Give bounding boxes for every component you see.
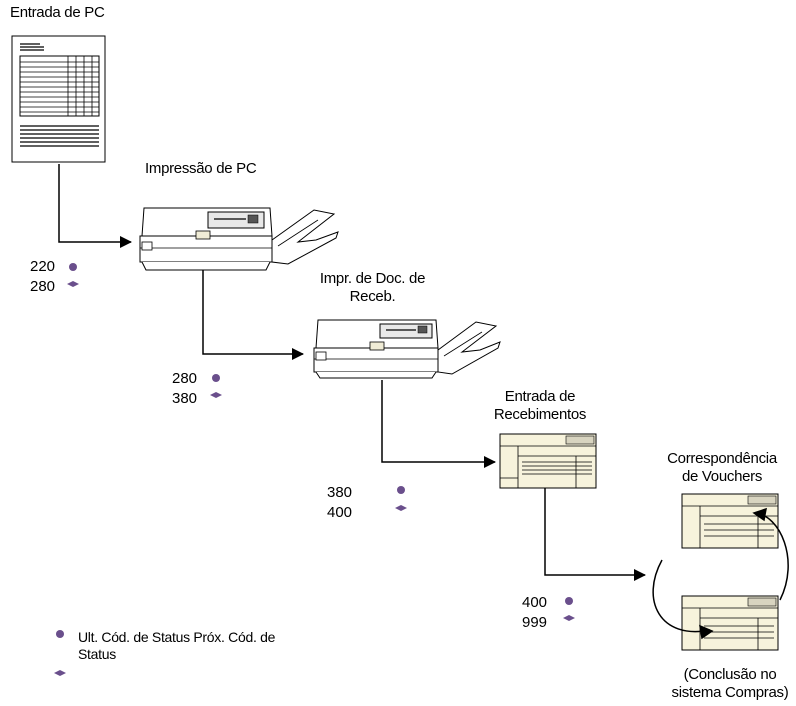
connector-3	[381, 380, 496, 468]
receipts-entry-title: Entrada de Recebimentos	[480, 388, 600, 424]
status-pair-1: 220 280	[30, 257, 70, 297]
last-status-marker	[69, 263, 77, 271]
next-status-marker	[563, 615, 575, 621]
title-line-2: de Vouchers	[681, 468, 763, 485]
connector-2	[202, 270, 304, 360]
last-status-code: 280	[172, 370, 198, 387]
next-status-code: 400	[327, 504, 353, 521]
connector-4	[544, 488, 646, 581]
title-line-2: Receb.	[349, 288, 396, 305]
next-status-code: 999	[522, 614, 548, 631]
next-status-marker	[67, 281, 79, 287]
last-status-marker	[565, 597, 573, 605]
receipt-doc-print-title: Impr. de Doc. de Receb.	[300, 270, 445, 306]
cycle-arrows-icon	[652, 507, 789, 640]
po-document-icon	[11, 35, 106, 163]
next-status-marker	[395, 505, 407, 511]
legend-last-status-icon	[56, 630, 64, 638]
last-status-code: 400	[522, 594, 548, 611]
title-line-1: Impr. de Doc. de	[319, 270, 426, 287]
last-status-marker	[212, 374, 220, 382]
status-pair-4: 400 999	[522, 593, 562, 633]
next-status-code: 380	[172, 390, 198, 407]
voucher-form-icon-top	[681, 493, 779, 549]
next-status-code: 280	[30, 278, 56, 295]
voucher-match-note: (Conclusão no sistema Compras)	[664, 666, 796, 702]
note-line-1: (Conclusão no	[683, 666, 777, 683]
title-line-1: Correspondência	[667, 450, 777, 467]
note-line-2: sistema Compras)	[671, 684, 789, 701]
po-print-title: Impressão de PC	[145, 160, 257, 177]
status-pair-3: 380 400	[327, 483, 367, 523]
last-status-marker	[397, 486, 405, 494]
legend-line-1: Ult. Cód. de Status Próx. Cód. de	[78, 629, 276, 645]
legend-next-status-icon	[54, 670, 66, 676]
po-entry-title: Entrada de PC	[10, 4, 105, 21]
printer-icon-receipt-doc-print	[313, 319, 501, 379]
last-status-code: 220	[30, 258, 56, 275]
voucher-form-icon-bottom	[681, 595, 779, 651]
status-pair-2: 280 380	[172, 369, 212, 409]
legend: Ult. Cód. de Status Próx. Cód. de Status	[78, 629, 338, 663]
connector-1	[58, 164, 132, 248]
status-markers	[54, 263, 575, 676]
receipts-form-icon	[499, 433, 597, 489]
voucher-match-title: Correspondência de Vouchers	[656, 450, 788, 486]
legend-line-2: Status	[78, 646, 116, 662]
next-status-marker	[210, 392, 222, 398]
title-line-1: Entrada de	[504, 388, 576, 405]
last-status-code: 380	[327, 484, 353, 501]
printer-icon-po-print	[139, 207, 339, 271]
title-line-2: Recebimentos	[493, 406, 587, 423]
flow-connectors	[58, 164, 646, 581]
